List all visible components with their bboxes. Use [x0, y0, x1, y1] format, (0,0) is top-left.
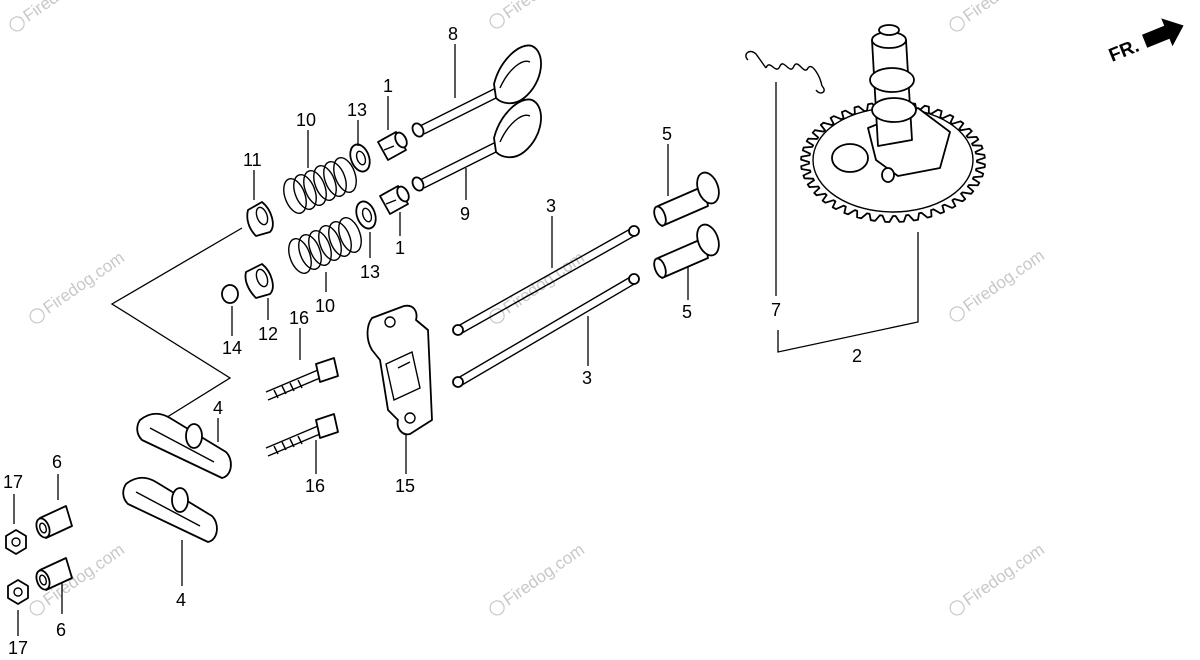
rocker-arm-upper: [136, 412, 232, 479]
watermark: Firedog.com: [500, 248, 588, 318]
callout-10: 10: [315, 296, 335, 316]
pushrod-guide-plate: [366, 304, 433, 436]
valve-retainer-upper: [349, 143, 371, 173]
rocker-arm-lower: [122, 476, 218, 543]
intake-valve: [411, 98, 542, 192]
callout-5: 5: [682, 302, 692, 322]
callout-8: 8: [448, 24, 458, 44]
rocker-pivot-lower: [35, 557, 73, 591]
callout-17: 17: [3, 472, 23, 492]
watermark: Firedog.com: [500, 540, 588, 610]
callout-9: 9: [460, 204, 470, 224]
watermark: Firedog.com: [960, 0, 1048, 26]
rocker-stud-lower: [265, 413, 339, 457]
valve-lifter-upper: [653, 171, 720, 227]
pushrod-lower: [452, 273, 640, 388]
callout-1: 1: [395, 238, 405, 258]
exhaust-valve: [411, 44, 542, 138]
front-direction-indicator: FR.: [1106, 18, 1184, 67]
callout-16: 16: [289, 308, 309, 328]
callout-1: 1: [383, 76, 393, 96]
callout-12: 12: [258, 324, 278, 344]
decompressor-spring: [745, 50, 825, 94]
callout-17: 17: [8, 638, 28, 658]
valve-keeper-upper: [377, 131, 408, 161]
rocker-stud-upper: [265, 357, 339, 401]
callout-6: 6: [52, 452, 62, 472]
valve-retainer-lower: [355, 200, 377, 230]
callout-labels: 8 1 13 10 11 9 1 13 10 12 14 16 16 15 3 …: [3, 24, 862, 658]
front-label: FR.: [1106, 36, 1142, 67]
callout-13: 13: [347, 100, 367, 120]
leader-lines: [13, 44, 919, 636]
rocker-pivot-upper: [35, 505, 73, 539]
valve-lifter-lower: [653, 223, 720, 279]
callout-13: 13: [360, 262, 380, 282]
pushrod-upper: [452, 225, 640, 336]
callout-6: 6: [56, 620, 66, 640]
rocker-nut-lower: [7, 579, 29, 605]
callout-10: 10: [296, 110, 316, 130]
watermark: Firedog.com: [20, 0, 108, 26]
valve-cap: [221, 284, 239, 304]
watermark: Firedog.com: [960, 540, 1048, 610]
callout-3: 3: [546, 196, 556, 216]
callout-4: 4: [176, 590, 186, 610]
valve-retainer-lower-inner: [361, 207, 373, 223]
watermark: Firedog.com: [960, 246, 1048, 316]
watermark: Firedog.com: [500, 0, 588, 23]
valve-seat-upper: [246, 201, 274, 237]
rocker-nut-upper: [5, 529, 27, 555]
callout-14: 14: [222, 338, 242, 358]
callout-15: 15: [395, 476, 415, 496]
callout-7: 7: [771, 300, 781, 320]
valve-seat-lower: [244, 263, 274, 299]
valve-spring-upper: [283, 157, 357, 214]
callout-16: 16: [305, 476, 325, 496]
callout-3: 3: [582, 368, 592, 388]
callout-11: 11: [243, 150, 262, 170]
camshaft: [800, 24, 986, 223]
watermark: Firedog.com: [40, 248, 128, 318]
valve-spring-lower: [288, 217, 362, 274]
callout-4: 4: [213, 398, 223, 418]
callout-5: 5: [662, 124, 672, 144]
valve-retainer-upper-inner: [355, 150, 367, 166]
valve-keeper-lower: [379, 185, 410, 215]
callout-2: 2: [852, 346, 862, 366]
front-arrow-icon: [1141, 18, 1184, 48]
